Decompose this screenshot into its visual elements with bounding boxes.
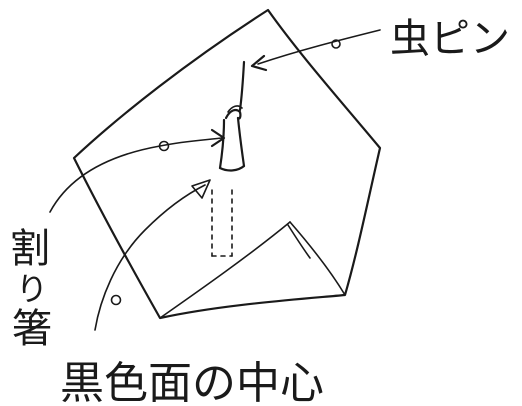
center-leader-arrow (94, 179, 211, 331)
pin-leader-arrow (250, 29, 381, 72)
pin (238, 60, 246, 112)
chopsticks-leader-arrow (49, 128, 226, 213)
label-chopsticks-2: り (16, 270, 48, 308)
pyramid-outline (72, 8, 382, 320)
label-chopsticks-3: 箸 (12, 306, 52, 352)
label-center: 黒色面の中心 (60, 358, 324, 406)
chopstick (211, 105, 246, 257)
label-chopsticks-1: 割 (10, 226, 50, 272)
label-pin: 虫ピン (390, 16, 510, 62)
